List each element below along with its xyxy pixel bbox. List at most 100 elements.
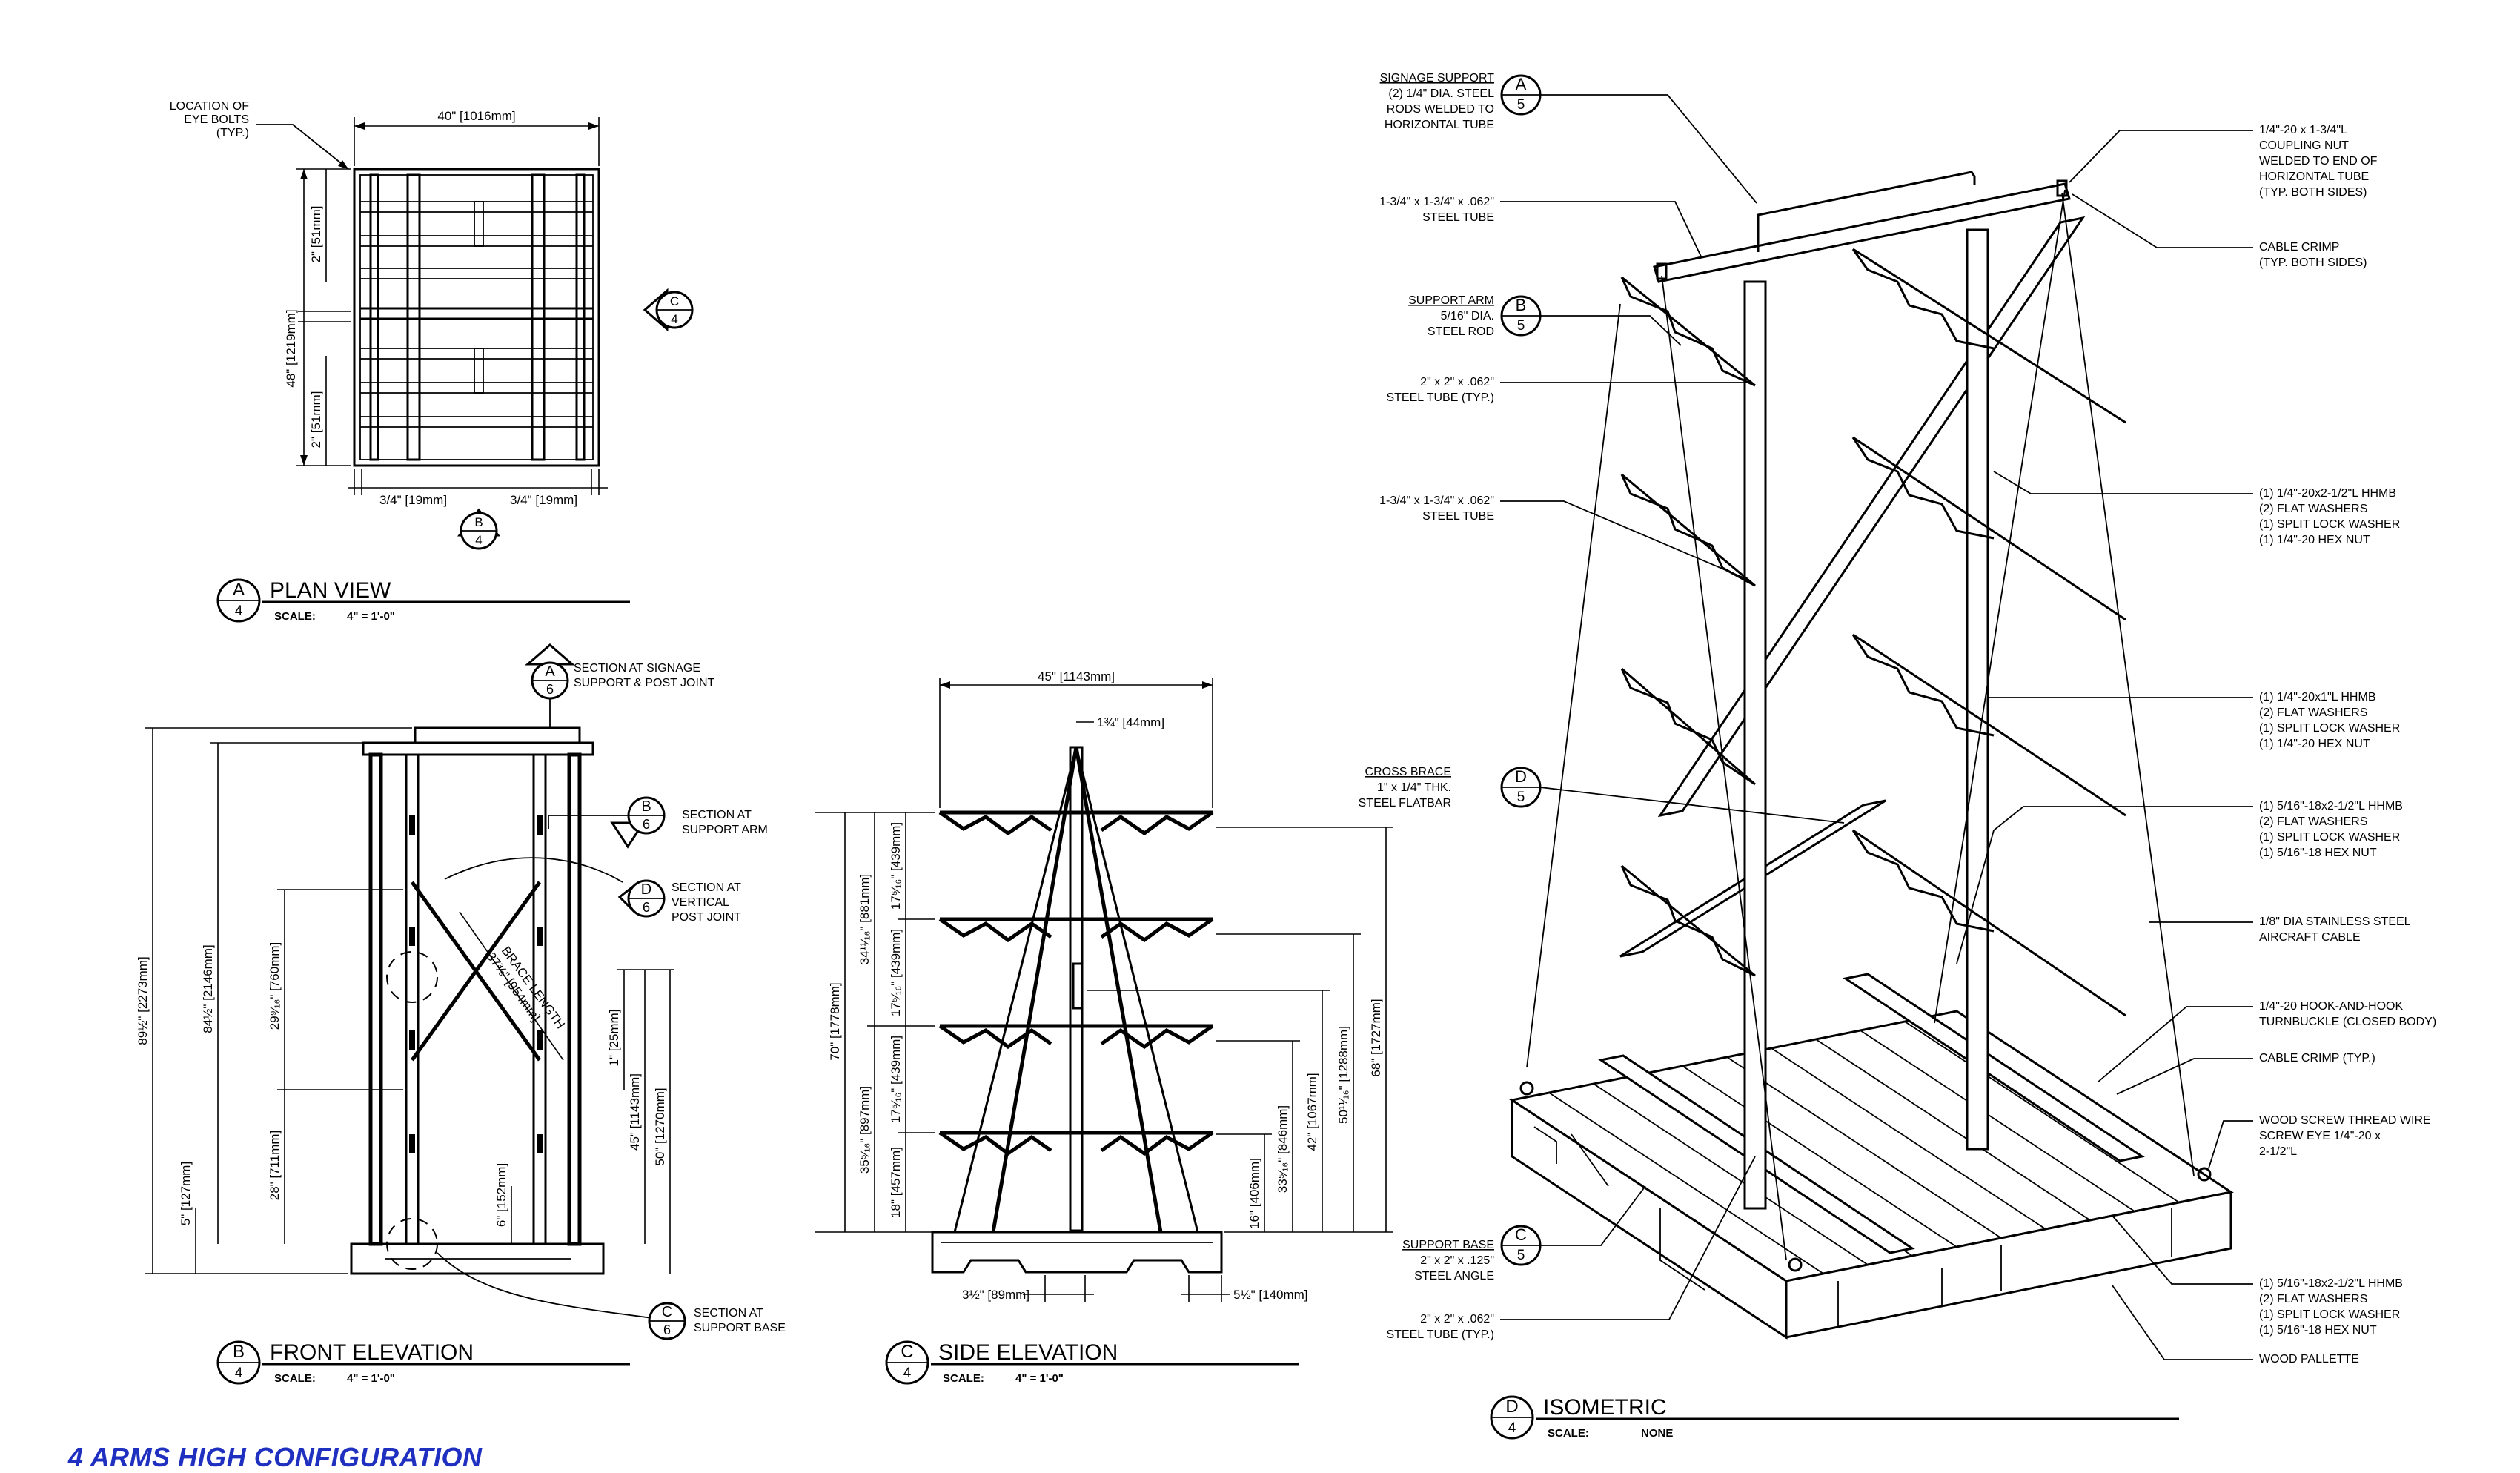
- note-line: STEEL TUBE (TYP.): [1386, 391, 1494, 404]
- view-letter: D: [1505, 1397, 1518, 1417]
- scale-value: 4" = 1'-0": [347, 1372, 395, 1385]
- isometric-title-block: D 4 ISOMETRIC SCALE: NONE: [1490, 1395, 2179, 1440]
- side-right-overall-dim: 68" [1727mm]: [1369, 999, 1383, 1076]
- iso-support-arms: [1620, 248, 2126, 1017]
- note-line: (1) 1/4"-20 HEX NUT: [2259, 534, 2370, 546]
- note-line: STEEL TUBE: [1422, 211, 1494, 224]
- callout-letter: B: [641, 798, 651, 815]
- marker-letter: C: [670, 294, 679, 308]
- front-callout-d6: D 6 SECTION AT VERTICAL POST JOINT: [617, 879, 741, 924]
- view-title: PLAN VIEW: [270, 578, 391, 603]
- note-line: (1) 1/4"-20x1"L HHMB: [2259, 691, 2375, 704]
- side-elevation-view: 45" [1143mm] 1¾" [44mm] 70" [1778mm] 34¹…: [815, 669, 1393, 1385]
- front-callout-b6: B 6 SECTION AT SUPPORT ARM: [548, 796, 768, 849]
- side-arm-1-dim: 17⁵⁄₁₆" [439mm]: [889, 822, 903, 910]
- note-line: STEEL TUBE: [1422, 510, 1494, 523]
- view-sheet: 4: [235, 1366, 243, 1381]
- iso-note-tube1: 1-3/4" x 1-3/4" x .062" STEEL TUBE: [1379, 196, 1702, 259]
- note-line: (1) SPLIT LOCK WASHER: [2259, 1308, 2400, 1321]
- iso-note-hw1: (1) 1/4"-20x2-1/2"L HHMB (2) FLAT WASHER…: [1993, 471, 2400, 546]
- note-line: WELDED TO END OF: [2259, 155, 2378, 168]
- note-line: LOCATION OF: [170, 100, 249, 113]
- plan-height-dim: 48" [1219mm]: [284, 309, 298, 387]
- note-line: COUPLING NUT: [2259, 139, 2349, 152]
- note-line: STEEL ANGLE: [1414, 1270, 1494, 1282]
- iso-note-hw3: (1) 5/16"-18x2-1/2"L HHMB (2) FLAT WASHE…: [1956, 800, 2403, 964]
- front-upper-dim: 29⁹⁄₁₆" [760mm]: [268, 942, 282, 1030]
- view-title: SIDE ELEVATION: [938, 1340, 1118, 1365]
- iso-note-hw4: (1) 5/16"-18x2-1/2"L HHMB (2) FLAT WASHE…: [2112, 1215, 2403, 1337]
- side-foot-left-dim: 3½" [89mm]: [962, 1288, 1029, 1302]
- front-brace-b-dim: 45" [1143mm]: [628, 1073, 642, 1151]
- iso-note-arm: SUPPORT ARM 5/16" DIA. STEEL ROD B 5: [1408, 294, 1682, 346]
- side-foot-right-dim: 5½" [140mm]: [1233, 1288, 1308, 1302]
- plan-view-title-block: A 4 PLAN VIEW SCALE: 4" = 1'-0": [216, 578, 630, 623]
- iso-note-coupling: 1/4"-20 x 1-3/4"L COUPLING NUT WELDED TO…: [2069, 124, 2378, 199]
- note-line: 2" x 2" x .125": [1420, 1254, 1494, 1267]
- screw-eye: [1519, 1081, 1534, 1096]
- note-line: TURNBUCKLE (CLOSED BODY): [2259, 1016, 2436, 1028]
- callout-text: POST JOINT: [672, 911, 741, 924]
- plan-dimensions: 40" [1016mm] 48" [1219mm] 2" [51mm] 2" […: [284, 109, 608, 507]
- note-line: (2) FLAT WASHERS: [2259, 1293, 2367, 1305]
- plan-pallet-drawing: [353, 168, 600, 467]
- iso-note-turnbuckle: 1/4"-20 HOOK-AND-HOOK TURNBUCKLE (CLOSED…: [2097, 1000, 2436, 1083]
- note-line: (2) 1/4" DIA. STEEL: [1388, 87, 1494, 100]
- callout-letter: D: [641, 881, 651, 898]
- iso-note-crimp2: CABLE CRIMP (TYP.): [2116, 1052, 2375, 1095]
- leader-line: [256, 124, 349, 170]
- front-brace-a-dim: 1" [25mm]: [607, 1010, 621, 1067]
- note-line: (1) SPLIT LOCK WASHER: [2259, 722, 2400, 735]
- note-line: (TYP.): [216, 127, 249, 139]
- detail-arc: [444, 857, 623, 883]
- detail-leader: [437, 1252, 675, 1322]
- iso-note-screweye: WOOD SCREW THREAD WIRE SCREW EYE 1/4"-20…: [2208, 1114, 2431, 1169]
- front-base-dim: 5" [127mm]: [179, 1162, 193, 1225]
- note-line: SUPPORT BASE: [1402, 1239, 1494, 1251]
- bubble-letter: B: [1516, 296, 1527, 314]
- note-line: (1) 5/16"-18 HEX NUT: [2259, 847, 2377, 859]
- note-line: 1/4"-20 x 1-3/4"L: [2259, 124, 2347, 136]
- iso-note-tube2: 2" x 2" x .062" STEEL TUBE (TYP.): [1386, 376, 1745, 404]
- note-line: 5/16" DIA.: [1441, 310, 1494, 322]
- bubble-sheet: 5: [1517, 790, 1525, 805]
- front-elevation-view: 89½" [2273mm] 84½" [2146mm] 29⁹⁄₁₆" [760…: [136, 643, 786, 1385]
- callout-sheet: 6: [643, 817, 650, 832]
- front-foot-dim: 6" [152mm]: [494, 1163, 508, 1227]
- view-letter: B: [233, 1342, 245, 1362]
- marker-sheet: 4: [475, 533, 482, 547]
- callout-sheet: 6: [546, 682, 554, 697]
- iso-note-tube3: 1-3/4" x 1-3/4" x .062" STEEL TUBE: [1379, 494, 1745, 579]
- iso-note-pallet: WOOD PALLETTE: [2112, 1285, 2359, 1366]
- scale-value: 4" = 1'-0": [347, 610, 395, 623]
- plan-section-marker-b: B 4: [457, 508, 501, 550]
- note-line: (2) FLAT WASHERS: [2259, 503, 2367, 515]
- callout-text: SECTION AT: [694, 1307, 763, 1320]
- bubble-sheet: 5: [1517, 97, 1525, 113]
- note-line: 1-3/4" x 1-3/4" x .062": [1379, 494, 1494, 507]
- view-sheet: 4: [903, 1366, 912, 1381]
- callout-text: VERTICAL: [672, 896, 729, 909]
- callout-text: SECTION AT SIGNAGE: [574, 662, 700, 675]
- callout-letter: C: [662, 1304, 672, 1320]
- side-right-d-dim: 33⁵⁄₁₆" [846mm]: [1276, 1105, 1290, 1193]
- callout-text: SECTION AT: [672, 881, 741, 894]
- iso-note-hw2: (1) 1/4"-20x1"L HHMB (2) FLAT WASHERS (1…: [1988, 691, 2400, 750]
- note-line: (1) 5/16"-18x2-1/2"L HHMB: [2259, 800, 2403, 812]
- scale-label: SCALE:: [1548, 1427, 1589, 1440]
- side-width-dim: 45" [1143mm]: [1038, 669, 1115, 683]
- front-overall-dim: 89½" [2273mm]: [136, 956, 150, 1045]
- note-line: SIGNAGE SUPPORT: [1380, 72, 1495, 85]
- note-line: HORIZONTAL TUBE: [1385, 119, 1494, 131]
- plan-width-dim: 40" [1016mm]: [437, 109, 515, 123]
- front-elevation-title-block: B 4 FRONT ELEVATION SCALE: 4" = 1'-0": [216, 1340, 630, 1385]
- scale-label: SCALE:: [274, 610, 316, 623]
- front-frame-drawing: [350, 726, 675, 1322]
- note-line: STEEL TUBE (TYP.): [1386, 1328, 1494, 1341]
- iso-note-brace: CROSS BRACE 1" x 1/4" THK. STEEL FLATBAR…: [1359, 766, 1845, 824]
- plan-top-offset-dim: 2" [51mm]: [309, 206, 323, 263]
- side-dimensions: 45" [1143mm] 1¾" [44mm] 70" [1778mm] 34¹…: [815, 669, 1393, 1302]
- view-sheet: 4: [1508, 1420, 1516, 1436]
- scale-label: SCALE:: [943, 1372, 984, 1385]
